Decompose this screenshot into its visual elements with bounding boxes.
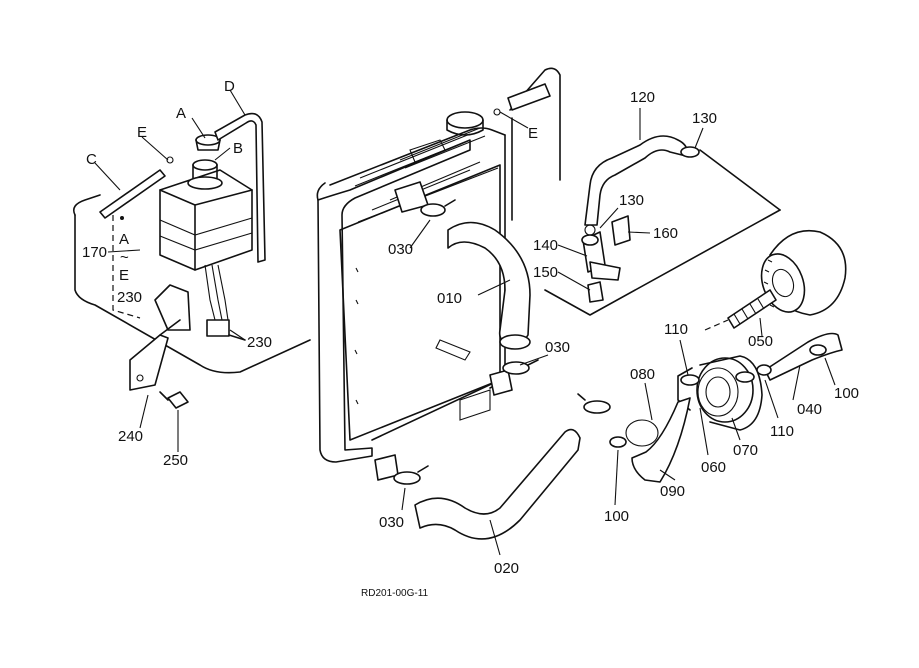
callout-130-lower: 130 [619, 192, 644, 209]
callout-140: 140 [533, 237, 558, 254]
callout-100-lower: 100 [604, 508, 629, 525]
callout-050: 050 [748, 333, 773, 350]
leader-lines [94, 89, 836, 556]
callout-170: 170 [82, 244, 107, 261]
callout-020: 020 [494, 560, 519, 577]
callout-030-right: 030 [545, 339, 570, 356]
callout-250: 250 [163, 452, 188, 469]
callout-040: 040 [797, 401, 822, 418]
callout-090: 090 [660, 483, 685, 500]
callout-letter-e-range: E [119, 267, 129, 284]
upper-hose [394, 181, 531, 350]
reserve-tank [159, 134, 253, 341]
callout-030-lower: 030 [379, 514, 404, 531]
callout-letter-d: D [224, 78, 235, 95]
callout-160: 160 [653, 225, 678, 242]
callout-letter-a: A [176, 105, 186, 122]
callout-150: 150 [533, 264, 558, 281]
oil-cooler [677, 355, 763, 431]
callout-030-upper: 030 [388, 241, 413, 258]
callout-070: 070 [733, 442, 758, 459]
callout-labels: 010 020 030 030 030 040 050 060 070 080 … [82, 78, 859, 599]
callout-range-separator: ~ [120, 249, 129, 266]
callout-letter-e-left: E [137, 124, 147, 141]
callout-230-range: 230 [117, 289, 142, 306]
callout-230: 230 [247, 334, 272, 351]
fittings [582, 215, 631, 303]
callout-110-upper: 110 [664, 321, 688, 338]
callout-060: 060 [701, 459, 726, 476]
bypass-hose [507, 83, 688, 226]
callout-010: 010 [437, 290, 462, 307]
callout-130-upper: 130 [692, 110, 717, 127]
frame-outline [72, 67, 781, 374]
callout-100-right: 100 [834, 385, 859, 402]
callout-letter-b: B [233, 140, 243, 157]
lower-hose [374, 369, 581, 540]
overflow-hoses [99, 112, 266, 263]
callout-letter-c: C [86, 151, 97, 168]
callout-120: 120 [630, 89, 655, 106]
callout-240: 240 [118, 428, 143, 445]
callout-letter-e-right: E [528, 125, 538, 142]
callout-110-lower: 110 [770, 423, 794, 440]
tank-bracket [129, 284, 191, 409]
drawing-code: RD201-00G-11 [361, 588, 429, 599]
callout-letter-a-range: A [119, 231, 129, 248]
radiator [316, 111, 513, 463]
hose-clamps [166, 108, 827, 485]
threaded-pipe-050 [704, 289, 777, 331]
callout-080: 080 [630, 366, 655, 383]
